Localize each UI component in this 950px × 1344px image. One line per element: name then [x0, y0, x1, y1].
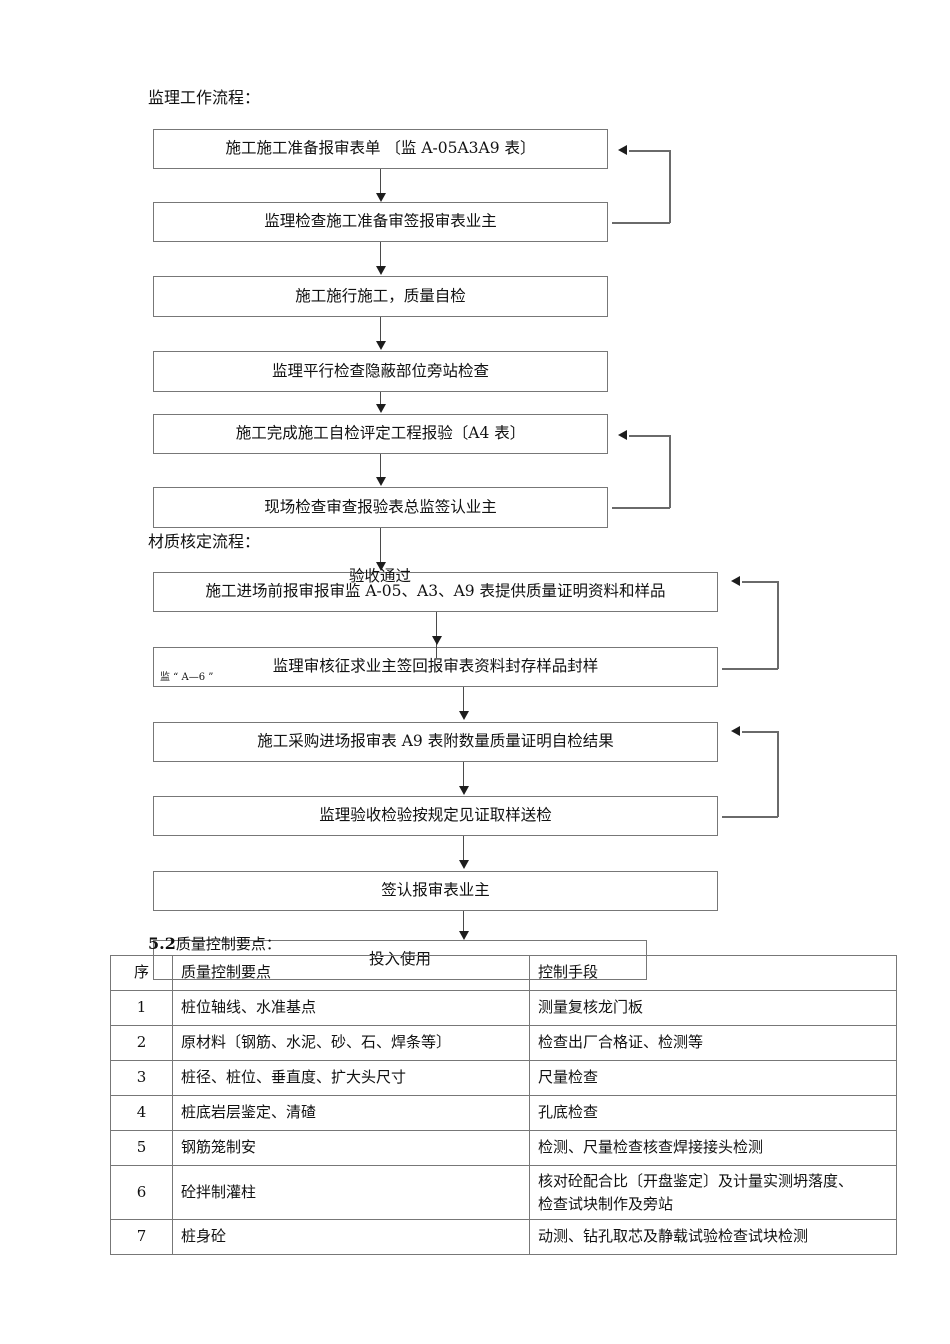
arrowhead-4-5 [376, 404, 386, 413]
row-point: 钢筋笼制安 [172, 1130, 530, 1166]
table-row: 3 桩径、桩位、垂直度、扩大头尺寸 尺量检查 [110, 1060, 897, 1096]
connector-11-12 [463, 911, 464, 933]
row-method: 检查出厂合格证、检测等 [529, 1025, 897, 1061]
arrowhead-feedback-2 [618, 430, 627, 440]
connector-6-7 [380, 528, 381, 565]
arrowhead-1-2 [376, 193, 386, 202]
arrowhead-10-11 [459, 860, 469, 869]
row-point: 桩径、桩位、垂直度、扩大头尺寸 [172, 1060, 530, 1096]
quality-control-table: 序 质量控制要点 控制手段 1 桩位轴线、水准基点 测量复核龙门板 2 原材料〔… [110, 955, 897, 1255]
row-point: 桩身砼 [172, 1219, 530, 1255]
feedback-line-bottom-3 [722, 668, 778, 670]
connector-4-5 [380, 392, 381, 405]
flow-box-owner-sign-report[interactable]: 签认报审表业主 [153, 871, 718, 911]
row-method: 核对砼配合比〔开盘鉴定〕及计量实测坍落度、检查试块制作及旁站 [529, 1165, 897, 1220]
row-index: 5 [110, 1130, 173, 1166]
arrowhead-2-3 [376, 266, 386, 275]
arrowhead-6-7 [376, 562, 386, 571]
arrowhead-8-9 [459, 711, 469, 720]
feedback-line-vertical-1 [669, 150, 671, 223]
flow-box-material-entry-report[interactable]: 施工进场前报审报审监 A-05、A3、A9 表提供质量证明资料和样品 [153, 572, 718, 612]
flow-box-construction-self-inspect[interactable]: 施工施行施工，质量自检 [153, 276, 608, 317]
row-point: 原材料〔钢筋、水泥、砂、石、焊条等〕 [172, 1025, 530, 1061]
section-caption-quality-points: 5.2质量控制要点： [148, 936, 281, 952]
connector-3-4 [380, 317, 381, 342]
row-index: 2 [110, 1025, 173, 1061]
row-method: 测量复核龙门板 [529, 990, 897, 1026]
table-header-row: 序 质量控制要点 控制手段 [110, 955, 897, 991]
arrowhead-3-4 [376, 341, 386, 350]
table-row: 4 桩底岩层鉴定、清碴 孔底检查 [110, 1095, 897, 1131]
section-caption-supervision-flow: 监理工作流程： [148, 88, 261, 107]
table-row: 1 桩位轴线、水准基点 测量复核龙门板 [110, 990, 897, 1026]
flow-box-self-eval-report-a4[interactable]: 施工完成施工自检评定工程报验〔A4 表〕 [153, 414, 608, 454]
feedback-line-bottom-4 [722, 816, 778, 818]
row-point: 桩位轴线、水准基点 [172, 990, 530, 1026]
table-row: 7 桩身砼 动测、钻孔取芯及静载试验检查试块检测 [110, 1219, 897, 1255]
row-point: 砼拌制灌柱 [172, 1165, 530, 1220]
feedback-line-vertical-3 [777, 581, 779, 669]
row-index: 1 [110, 990, 173, 1026]
flow-box-acceptance-sampling[interactable]: 监理验收检验按规定见证取样送检 [153, 796, 718, 836]
row-method: 动测、钻孔取芯及静载试验检查试块检测 [529, 1219, 897, 1255]
arrowhead-11-12 [459, 931, 469, 940]
table-row: 6 砼拌制灌柱 核对砼配合比〔开盘鉴定〕及计量实测坍落度、检查试块制作及旁站 [110, 1165, 897, 1220]
row-method-line-2: 检查试块制作及旁站 [538, 1194, 674, 1213]
connector-10-11 [463, 836, 464, 862]
arrowhead-9-10 [459, 786, 469, 795]
flow-box-purchase-entry-a9[interactable]: 施工采购进场报审表 A9 表附数量质量证明自检结果 [153, 722, 718, 762]
table-row: 2 原材料〔钢筋、水泥、砂、石、焊条等〕 检查出厂合格证、检测等 [110, 1025, 897, 1061]
table-header-method: 控制手段 [529, 955, 897, 991]
feedback-line-top-2 [629, 435, 670, 437]
feedback-line-vertical-4 [777, 731, 779, 817]
feedback-line-top-1 [629, 150, 670, 152]
arrowhead-5-6 [376, 477, 386, 486]
overlay-label-form-a6: 监 “ A—6 ” [160, 672, 214, 683]
section-caption-material-flow: 材质核定流程： [148, 532, 261, 551]
feedback-line-top-4 [742, 731, 778, 733]
connector-1-2 [380, 169, 381, 194]
arrowhead-feedback-3 [731, 576, 740, 586]
arrowhead-feedback-1 [618, 145, 627, 155]
arrowhead-feedback-4 [731, 726, 740, 736]
arrowhead-7-8 [432, 636, 442, 645]
row-method: 孔底检查 [529, 1095, 897, 1131]
section-number: 5.2 [148, 934, 176, 953]
connector-5-6 [380, 454, 381, 477]
row-method: 尺量检查 [529, 1060, 897, 1096]
feedback-line-bottom-1 [612, 222, 670, 224]
feedback-line-top-3 [742, 581, 778, 583]
row-index: 6 [110, 1165, 173, 1220]
connector-9-10 [463, 762, 464, 787]
flow-box-supervisor-check-prep[interactable]: 监理检查施工准备审签报审表业主 [153, 202, 608, 242]
row-method: 检测、尺量检查核查焊接接头检测 [529, 1130, 897, 1166]
row-index: 7 [110, 1219, 173, 1255]
row-index: 4 [110, 1095, 173, 1131]
row-point: 桩底岩层鉴定、清碴 [172, 1095, 530, 1131]
section-title: 质量控制要点： [175, 935, 281, 953]
flow-box-review-owner-signback[interactable]: 监理审核征求业主签回报审表资料封存样品封样 [153, 647, 718, 687]
overlay-label-acceptance-passed: 验收通过 [349, 567, 412, 585]
connector-2-3 [380, 242, 381, 267]
table-row: 5 钢筋笼制安 检测、尺量检查核查焊接接头检测 [110, 1130, 897, 1166]
flow-box-site-check-chief-sign[interactable]: 现场检查审查报验表总监签认业主 [153, 487, 608, 528]
connector-8-9 [463, 687, 464, 713]
feedback-line-vertical-2 [669, 435, 671, 508]
row-index: 3 [110, 1060, 173, 1096]
row-method-line-1: 核对砼配合比〔开盘鉴定〕及计量实测坍落度、 [538, 1172, 854, 1190]
table-header-index: 序 [110, 955, 173, 991]
feedback-line-bottom-2 [612, 507, 670, 509]
connector-7-8 [436, 612, 437, 658]
flow-box-parallel-hidden-inspection[interactable]: 监理平行检查隐蔽部位旁站检查 [153, 351, 608, 392]
table-header-point: 质量控制要点 [172, 955, 530, 991]
flow-box-construction-prep-form[interactable]: 施工施工准备报审表单 〔监 A-05A3A9 表〕 [153, 129, 608, 169]
